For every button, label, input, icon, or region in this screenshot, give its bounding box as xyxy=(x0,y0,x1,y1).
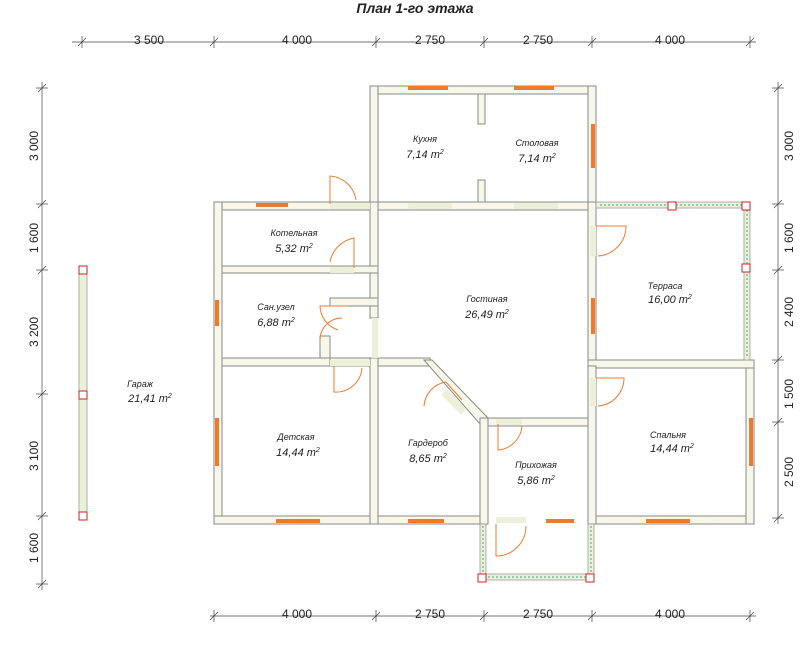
dim-top-3: 2 750 xyxy=(415,33,445,47)
room-area: 21,41 m2 xyxy=(127,393,172,405)
room-garage: Гараж 21,41 m2 xyxy=(127,379,172,405)
garage-rail xyxy=(78,265,88,521)
posts xyxy=(477,201,751,583)
dim-top-5: 4 000 xyxy=(655,33,685,47)
room-area: 5,32 m2 xyxy=(275,243,313,255)
room-dining: Столовая 7,14 m2 xyxy=(515,138,558,165)
room-name: Сан.узел xyxy=(257,302,294,312)
room-name: Терраса xyxy=(648,281,683,291)
dim-right-5: 2 500 xyxy=(782,457,796,487)
room-area: 8,65 m2 xyxy=(409,453,447,465)
dim-top-4: 2 750 xyxy=(523,33,553,47)
glazing xyxy=(482,204,748,578)
room-name: Гостиная xyxy=(466,294,507,304)
room-wardrobe: Гардероб 8,65 m2 xyxy=(408,438,449,465)
room-area: 26,49 m2 xyxy=(464,309,509,321)
dim-right-1: 3 000 xyxy=(782,131,796,161)
dim-left-2: 1 600 xyxy=(27,223,41,253)
room-area: 6,88 m2 xyxy=(257,317,295,329)
doors xyxy=(319,175,627,557)
room-hall: Прихожая 5,86 m2 xyxy=(515,460,557,487)
dim-bottom-3: 2 750 xyxy=(523,607,553,621)
room-name: Прихожая xyxy=(515,460,557,470)
dim-bottom-2: 2 750 xyxy=(415,607,445,621)
left-dimension-chain: 3 000 1 600 3 200 3 100 1 600 xyxy=(27,82,48,590)
room-area: 7,14 m2 xyxy=(518,153,556,165)
windows xyxy=(215,86,753,523)
dim-bottom-4: 4 000 xyxy=(655,607,685,621)
room-name: Гараж xyxy=(127,379,154,389)
room-area: 14,44 m2 xyxy=(276,447,320,459)
dim-right-3: 2 400 xyxy=(782,297,796,327)
dim-top-2: 4 000 xyxy=(282,33,312,47)
room-area: 5,86 m2 xyxy=(517,475,555,487)
dim-left-3: 3 200 xyxy=(27,317,41,347)
room-name: Детская xyxy=(276,432,314,442)
room-bathroom: Сан.узел 6,88 m2 xyxy=(257,302,295,329)
room-kitchen: Кухня 7,14 m2 xyxy=(406,134,444,161)
room-terrace: Терраса 16,00 m2 xyxy=(648,281,692,306)
dim-right-4: 1 500 xyxy=(782,379,796,409)
room-labels: Кухня 7,14 m2 Столовая 7,14 m2 Котельная… xyxy=(127,134,694,487)
room-name: Спальня xyxy=(650,430,686,440)
dim-left-4: 3 100 xyxy=(27,441,41,471)
room-living: Гостиная 26,49 m2 xyxy=(464,294,509,321)
room-area: 16,00 m2 xyxy=(648,294,692,306)
walls xyxy=(213,85,755,581)
plan-title: План 1-го этажа xyxy=(356,0,473,16)
top-dimension-chain: 3 500 4 000 2 750 2 750 4 000 xyxy=(72,33,756,48)
room-area: 14,44 m2 xyxy=(650,443,694,455)
dim-top-1: 3 500 xyxy=(134,33,164,47)
room-area: 7,14 m2 xyxy=(406,149,444,161)
room-name: Котельная xyxy=(270,228,317,238)
room-kids: Детская 14,44 m2 xyxy=(276,432,320,459)
bottom-dimension-chain: 4 000 2 750 2 750 4 000 xyxy=(209,607,756,622)
right-dimension-chain: 3 000 1 600 2 400 1 500 2 500 xyxy=(772,82,796,524)
room-name: Столовая xyxy=(515,138,558,148)
dim-left-1: 3 000 xyxy=(27,131,41,161)
room-bedroom: Спальня 14,44 m2 xyxy=(650,430,694,455)
room-boiler: Котельная 5,32 m2 xyxy=(270,228,317,255)
dim-bottom-1: 4 000 xyxy=(282,607,312,621)
room-name: Гардероб xyxy=(408,438,449,448)
dim-right-2: 1 600 xyxy=(782,223,796,253)
room-name: Кухня xyxy=(413,134,437,144)
dim-left-5: 1 600 xyxy=(27,533,41,563)
